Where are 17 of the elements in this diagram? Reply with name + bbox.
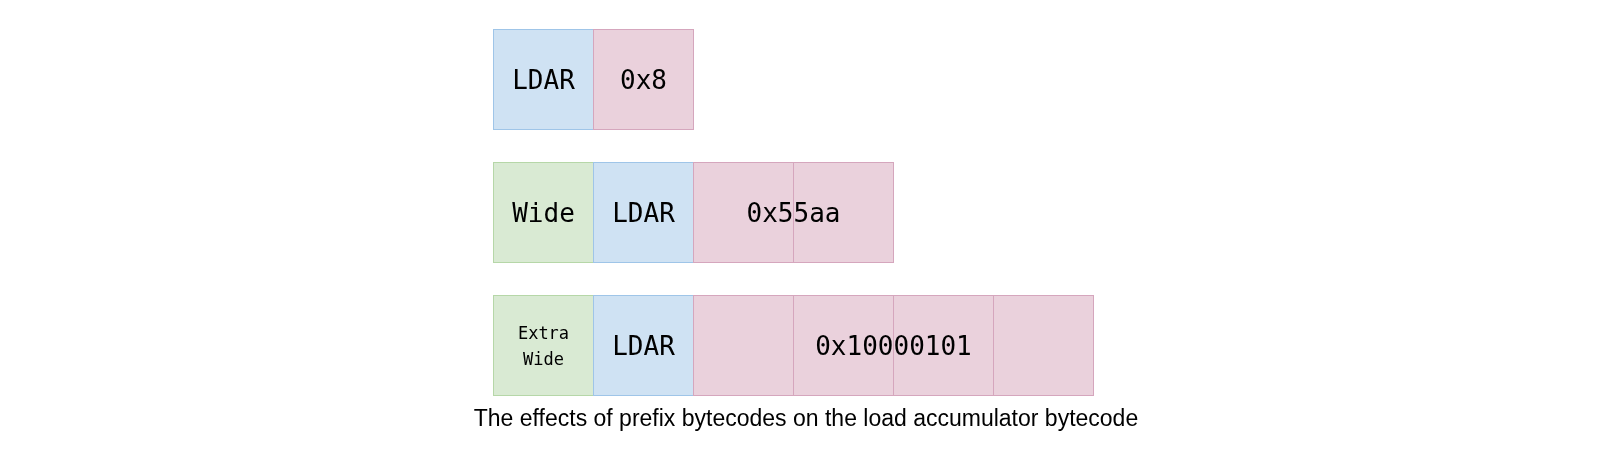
byte-cell — [493, 295, 594, 396]
byte-cell — [693, 295, 1094, 396]
operand-value: 0x10000101 — [815, 330, 972, 361]
bytecode-name: LDAR — [612, 197, 675, 228]
byte-cell — [593, 162, 694, 263]
bytecode-name: Extra Wide — [516, 321, 571, 371]
operand-value: 0x55aa — [746, 197, 841, 228]
bytecode-name: Wide — [512, 197, 575, 228]
caption: The effects of prefix bytecodes on the load accumulator bytecode — [472, 405, 1140, 432]
byte-cell — [493, 162, 594, 263]
byte-cell — [693, 162, 894, 263]
operand-value: 0x8 — [620, 64, 667, 95]
byte-cell — [593, 295, 694, 396]
byte-cell — [593, 29, 694, 130]
byte-cell — [493, 29, 594, 130]
bytecode-name: LDAR — [512, 64, 575, 95]
bytecode-name: LDAR — [612, 330, 675, 361]
